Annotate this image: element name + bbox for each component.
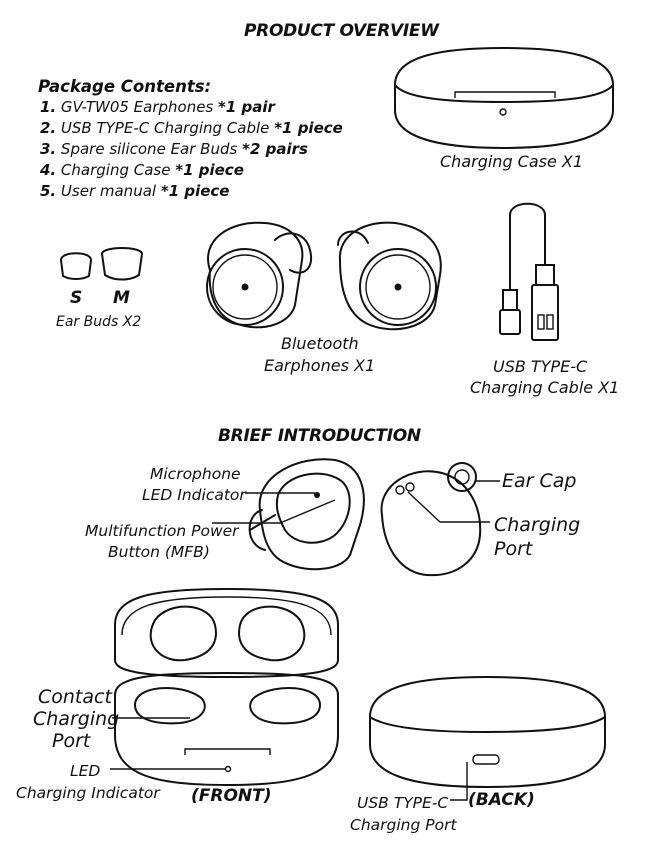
- cable-caption-line1: USB TYPE-C: [493, 357, 588, 376]
- list-item: 5. User manual *1 piece: [40, 182, 230, 200]
- open-case-front-illustration: [114, 588, 339, 786]
- charging-port-label-line2: Port: [494, 538, 533, 560]
- intro-title: BRIEF INTRODUCTION: [218, 426, 421, 446]
- led-charging-label-line2: Charging Indicator: [16, 784, 160, 802]
- earphones-caption-line2: Earphones X1: [264, 356, 376, 375]
- charging-case-caption: Charging Case X1: [440, 152, 584, 171]
- usb-cable-illustration: [499, 202, 559, 341]
- overview-title: PRODUCT OVERVIEW: [244, 21, 439, 41]
- list-item: 4. Charging Case *1 piece: [40, 161, 244, 179]
- list-item: 1. GV-TW05 Earphones *1 pair: [40, 98, 275, 116]
- microphone-label: Microphone: [150, 465, 241, 483]
- earphones-illustration: [206, 221, 442, 331]
- list-item: 2. USB TYPE-C Charging Cable *1 piece: [40, 119, 343, 137]
- led-charging-label-line1: LED: [70, 762, 101, 780]
- ear-buds-illustration: [60, 247, 143, 281]
- contact-port-label-line3: Port: [52, 730, 91, 752]
- ear-cap-label: Ear Cap: [502, 470, 577, 492]
- charging-port-label-line1: Charging: [494, 514, 581, 536]
- charging-case-illustration: [394, 47, 614, 149]
- package-contents-list: 1. GV-TW05 Earphones *1 pair 2. USB TYPE…: [40, 97, 343, 202]
- ear-buds-caption: Ear Buds X2: [56, 314, 142, 330]
- list-item: 3. Spare silicone Ear Buds *2 pairs: [40, 140, 308, 158]
- closed-case-back-illustration: [369, 676, 606, 788]
- package-contents-heading: Package Contents:: [38, 77, 212, 96]
- mfb-label-line1: Multifunction Power: [85, 522, 239, 540]
- back-label: (BACK): [468, 790, 535, 810]
- contact-port-label-line2: Charging: [33, 708, 120, 730]
- size-s-label: S: [70, 288, 83, 308]
- cable-caption-line2: Charging Cable X1: [470, 378, 620, 397]
- contact-port-label-line1: Contact: [38, 686, 112, 708]
- earphones-caption-line1: Bluetooth: [281, 334, 359, 353]
- front-label: (FRONT): [191, 786, 272, 806]
- led-indicator-label: LED Indicator: [142, 486, 246, 504]
- mfb-label-line2: Button (MFB): [108, 543, 210, 561]
- usb-port-label-line1: USB TYPE-C: [357, 794, 449, 812]
- size-m-label: M: [113, 288, 130, 308]
- earbud-back-illustration: [380, 462, 482, 577]
- usb-port-label-line2: Charging Port: [350, 816, 457, 834]
